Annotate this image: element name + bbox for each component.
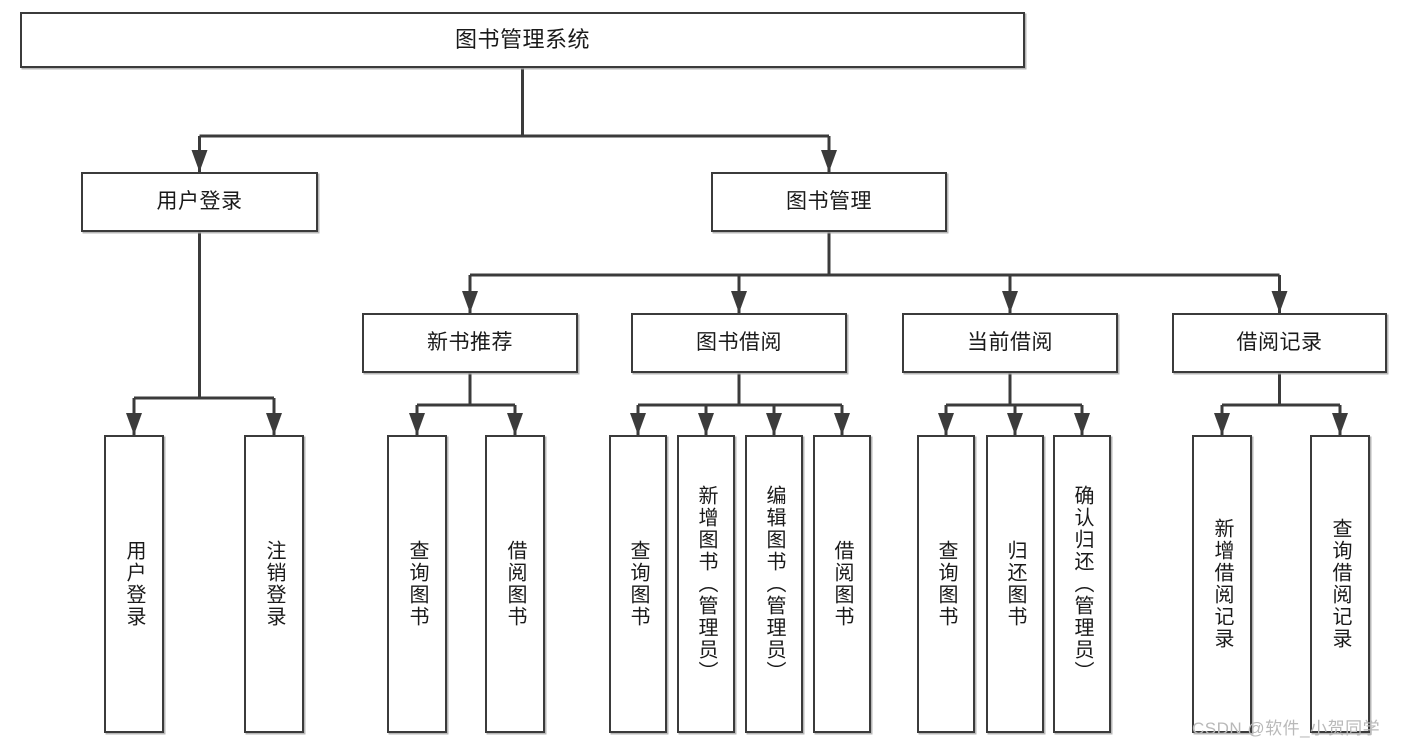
node-label-c-query: 查询图书: [935, 540, 957, 628]
arrowhead-l-logout: [266, 413, 282, 435]
arrowhead-records: [1271, 291, 1288, 313]
arrowhead-c-confirm: [1074, 413, 1090, 435]
node-box-current[interactable]: 当前借阅: [902, 313, 1118, 373]
arrowhead-n-borrow: [507, 413, 523, 435]
node-box-n-query[interactable]: 查询图书: [387, 435, 447, 733]
arrowhead-c-return: [1007, 413, 1023, 435]
node-box-l-logout[interactable]: 注销登录: [244, 435, 304, 733]
node-label-newbook: 新书推荐: [427, 330, 513, 354]
node-label-borrow: 图书借阅: [696, 330, 782, 354]
node-label-l-logout: 注销登录: [263, 540, 285, 628]
node-box-b-borrow[interactable]: 借阅图书: [813, 435, 871, 733]
arrowhead-c-query: [938, 413, 954, 435]
node-box-newbook[interactable]: 新书推荐: [362, 313, 578, 373]
node-label-b-query: 查询图书: [627, 540, 649, 628]
node-box-c-query[interactable]: 查询图书: [917, 435, 975, 733]
arrowhead-login: [191, 150, 208, 172]
node-box-b-edit[interactable]: 编辑图书（管理员）: [745, 435, 803, 733]
node-label-b-add: 新增图书（管理员）: [695, 485, 717, 683]
node-box-c-confirm[interactable]: 确认归还（管理员）: [1053, 435, 1111, 733]
arrowhead-l-login: [126, 413, 142, 435]
node-label-r-add: 新增借阅记录: [1211, 518, 1233, 650]
node-label-b-borrow: 借阅图书: [831, 540, 853, 628]
node-box-l-login[interactable]: 用户登录: [104, 435, 164, 733]
node-box-records[interactable]: 借阅记录: [1172, 313, 1387, 373]
arrowhead-newbook: [462, 291, 478, 313]
arrowhead-borrow: [731, 291, 747, 313]
node-label-root: 图书管理系统: [454, 27, 590, 53]
arrowhead-n-query: [409, 413, 425, 435]
node-box-root[interactable]: 图书管理系统: [20, 12, 1025, 68]
node-label-records: 借阅记录: [1236, 330, 1323, 354]
arrowhead-b-borrow: [834, 413, 850, 435]
node-label-c-return: 归还图书: [1004, 540, 1026, 628]
node-box-b-add[interactable]: 新增图书（管理员）: [677, 435, 735, 733]
node-box-r-query[interactable]: 查询借阅记录: [1310, 435, 1370, 733]
arrowhead-bookmgmt: [821, 150, 837, 172]
watermark-text: CSDN @软件_小贺同学: [1192, 719, 1381, 738]
arrowhead-b-edit: [766, 413, 782, 435]
node-box-r-add[interactable]: 新增借阅记录: [1192, 435, 1252, 733]
arrowhead-r-add: [1214, 413, 1230, 435]
node-label-bookmgmt: 图书管理: [786, 189, 872, 213]
node-box-bookmgmt[interactable]: 图书管理: [711, 172, 947, 232]
node-label-login: 用户登录: [156, 189, 243, 213]
arrowhead-b-add: [698, 413, 714, 435]
node-box-c-return[interactable]: 归还图书: [986, 435, 1044, 733]
arrowhead-current: [1002, 291, 1018, 313]
node-label-l-login: 用户登录: [123, 540, 145, 628]
node-label-current: 当前借阅: [967, 330, 1053, 354]
node-label-n-borrow: 借阅图书: [504, 540, 526, 628]
node-label-r-query: 查询借阅记录: [1329, 518, 1351, 650]
node-label-n-query: 查询图书: [406, 540, 428, 628]
arrowhead-r-query: [1332, 413, 1348, 435]
node-box-login[interactable]: 用户登录: [81, 172, 318, 232]
arrowhead-b-query: [630, 413, 646, 435]
node-box-b-query[interactable]: 查询图书: [609, 435, 667, 733]
node-box-borrow[interactable]: 图书借阅: [631, 313, 847, 373]
node-label-b-edit: 编辑图书（管理员）: [763, 485, 785, 683]
node-box-n-borrow[interactable]: 借阅图书: [485, 435, 545, 733]
node-label-c-confirm: 确认归还（管理员）: [1071, 485, 1093, 683]
